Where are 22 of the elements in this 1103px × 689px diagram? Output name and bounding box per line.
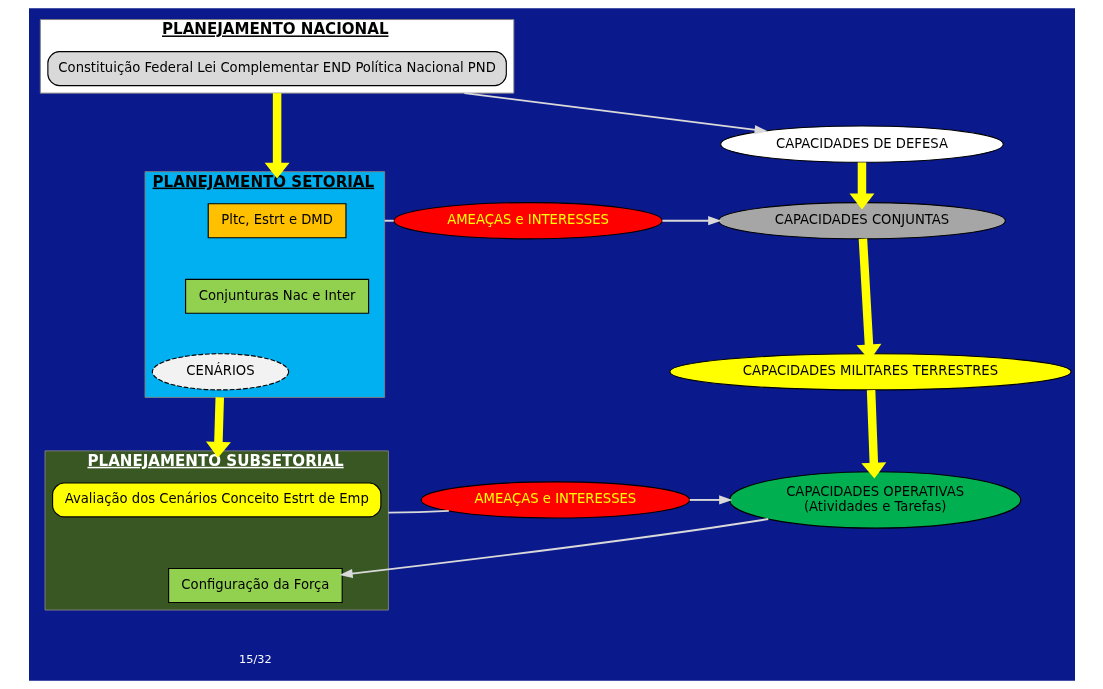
arrow	[205, 397, 231, 458]
node-ellipse: CENÁRIOS	[151, 353, 289, 391]
node-box: Pltc, Estrt e DMD	[207, 203, 347, 239]
node-ellipse: AMEAÇAS e INTERESSES	[392, 202, 663, 240]
arrow	[338, 518, 769, 579]
node-box: Avaliação dos Cenários Conceito Estrt de Emp	[51, 482, 381, 518]
label: 15/32	[238, 652, 272, 666]
arrow	[860, 389, 886, 479]
node-ellipse: CAPACIDADES CONJUNTAS	[717, 202, 1006, 240]
connector	[386, 510, 450, 514]
arrow	[688, 495, 732, 505]
arrow	[660, 216, 721, 226]
arrow	[264, 93, 290, 179]
node-ellipse: AMEAÇAS e INTERESSES	[420, 481, 690, 519]
arrow	[462, 92, 768, 135]
arrow	[848, 162, 874, 210]
node-box: Configuração da Força	[167, 567, 343, 604]
node-box: Constituição Federal Lei Complementar END Política Nacional PND	[46, 51, 507, 87]
connector	[383, 219, 395, 222]
node-ellipse: CAPACIDADES OPERATIVAS (Atividades e Tarefas)	[728, 471, 1021, 529]
node-box: Conjunturas Nac e Inter	[184, 278, 369, 314]
node-ellipse: CAPACIDADES MILITARES TERRESTRES	[668, 353, 1072, 391]
